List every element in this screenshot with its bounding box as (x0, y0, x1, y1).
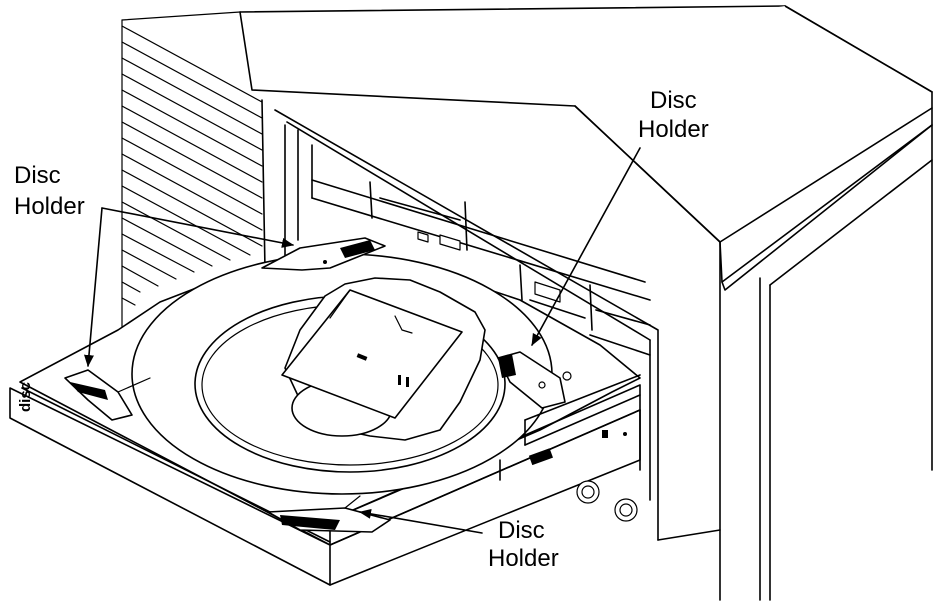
callout-top-right: Disc Holder (638, 87, 709, 143)
callout-left: Disc Holder (14, 162, 85, 220)
disc-holder-clip-right (497, 351, 572, 409)
drive-bays (311, 144, 651, 356)
disc-holder-clip-top-left (261, 237, 386, 271)
arrow-top-right-to-right-clip (531, 147, 641, 346)
arrow-left-to-top-clip (101, 207, 294, 248)
vent-grille (121, 11, 263, 331)
disc-tray (9, 253, 641, 586)
arrow-bottom-to-bottom-clip (359, 508, 483, 534)
callout-arrows (83, 147, 641, 534)
callout-bottom: Disc Holder (488, 517, 559, 572)
arrow-left-to-left-clip (83, 207, 103, 367)
computer-chassis (239, 5, 933, 601)
disc-holder-clip-left (64, 369, 151, 421)
tray-logo: disc (17, 382, 34, 412)
